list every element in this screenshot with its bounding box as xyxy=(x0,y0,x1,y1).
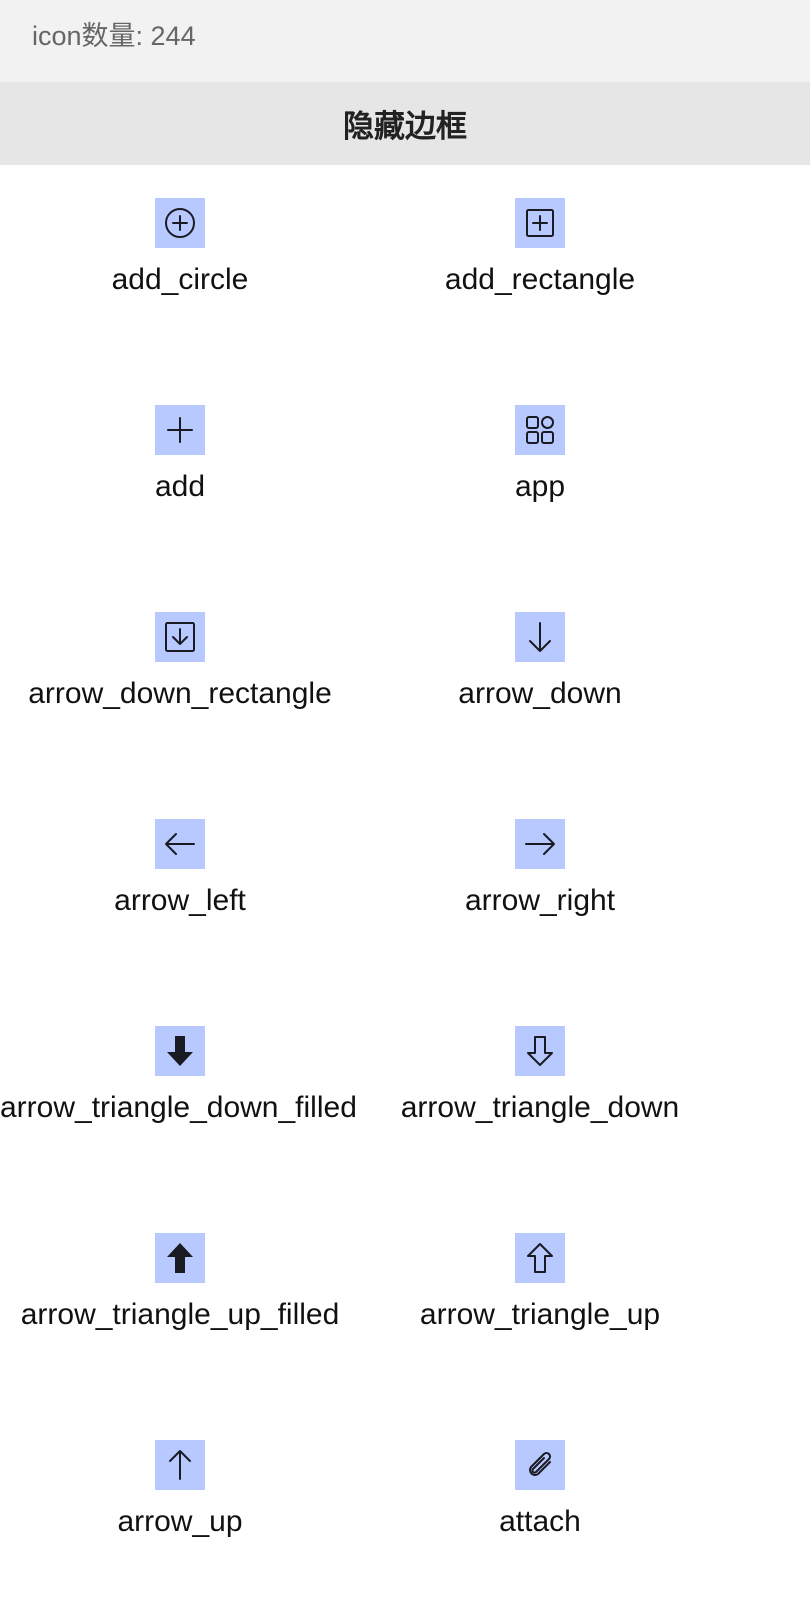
arrow-down-rectangle-icon xyxy=(155,612,205,662)
icon-item-arrow-down[interactable]: arrow_down xyxy=(360,579,720,786)
icon-item-arrow-up[interactable]: arrow_up xyxy=(0,1407,360,1614)
icon-label: arrow_triangle_down_filled xyxy=(0,1091,357,1124)
icon-item-add-circle[interactable]: add_circle xyxy=(0,165,360,372)
icon-item-arrow-triangle-up[interactable]: arrow_triangle_up xyxy=(360,1200,720,1407)
icon-item-add-rectangle[interactable]: add_rectangle xyxy=(360,165,720,372)
icon-label: arrow_triangle_up xyxy=(419,1298,661,1331)
attach-icon xyxy=(515,1440,565,1490)
icon-label: arrow_triangle_down xyxy=(400,1091,680,1124)
header: icon数量: 244 xyxy=(0,0,810,82)
icon-item-arrow-triangle-up-filled[interactable]: arrow_triangle_up_filled xyxy=(0,1200,360,1407)
toggle-border-button[interactable]: 隐藏边框 xyxy=(0,82,810,165)
arrow-down-icon xyxy=(515,612,565,662)
icon-count: icon数量: 244 xyxy=(32,21,196,51)
arrow-triangle-down-icon xyxy=(515,1026,565,1076)
icon-item-attach[interactable]: attach xyxy=(360,1407,720,1614)
arrow-right-icon xyxy=(515,819,565,869)
arrow-triangle-up-filled-icon xyxy=(155,1233,205,1283)
icon-item-arrow-triangle-down-filled[interactable]: arrow_triangle_down_filled xyxy=(0,993,360,1200)
icon-label: arrow_triangle_up_filled xyxy=(20,1298,340,1331)
add-rectangle-icon xyxy=(515,198,565,248)
icon-item-add[interactable]: add xyxy=(0,372,360,579)
arrow-left-icon xyxy=(155,819,205,869)
app-icon xyxy=(515,405,565,455)
icon-label: attach xyxy=(499,1505,581,1538)
icon-label: arrow_down_rectangle xyxy=(28,677,332,710)
add-circle-icon xyxy=(155,198,205,248)
arrow-triangle-down-filled-icon xyxy=(155,1026,205,1076)
arrow-up-icon xyxy=(155,1440,205,1490)
icon-label: arrow_right xyxy=(464,884,616,917)
icon-label: arrow_up xyxy=(117,1505,243,1538)
icon-item-arrow-right[interactable]: arrow_right xyxy=(360,786,720,993)
add-icon xyxy=(155,405,205,455)
icon-label: arrow_left xyxy=(114,884,246,917)
icon-label: add_rectangle xyxy=(444,263,636,296)
icon-label: add_circle xyxy=(111,263,249,296)
icon-item-app[interactable]: app xyxy=(360,372,720,579)
icon-item-arrow-down-rectangle[interactable]: arrow_down_rectangle xyxy=(0,579,360,786)
icon-item-arrow-triangle-down[interactable]: arrow_triangle_down xyxy=(360,993,720,1200)
icon-label: arrow_down xyxy=(458,677,622,710)
icon-item-arrow-left[interactable]: arrow_left xyxy=(0,786,360,993)
icon-label: add xyxy=(154,470,206,503)
arrow-triangle-up-icon xyxy=(515,1233,565,1283)
icon-label: app xyxy=(514,470,566,503)
